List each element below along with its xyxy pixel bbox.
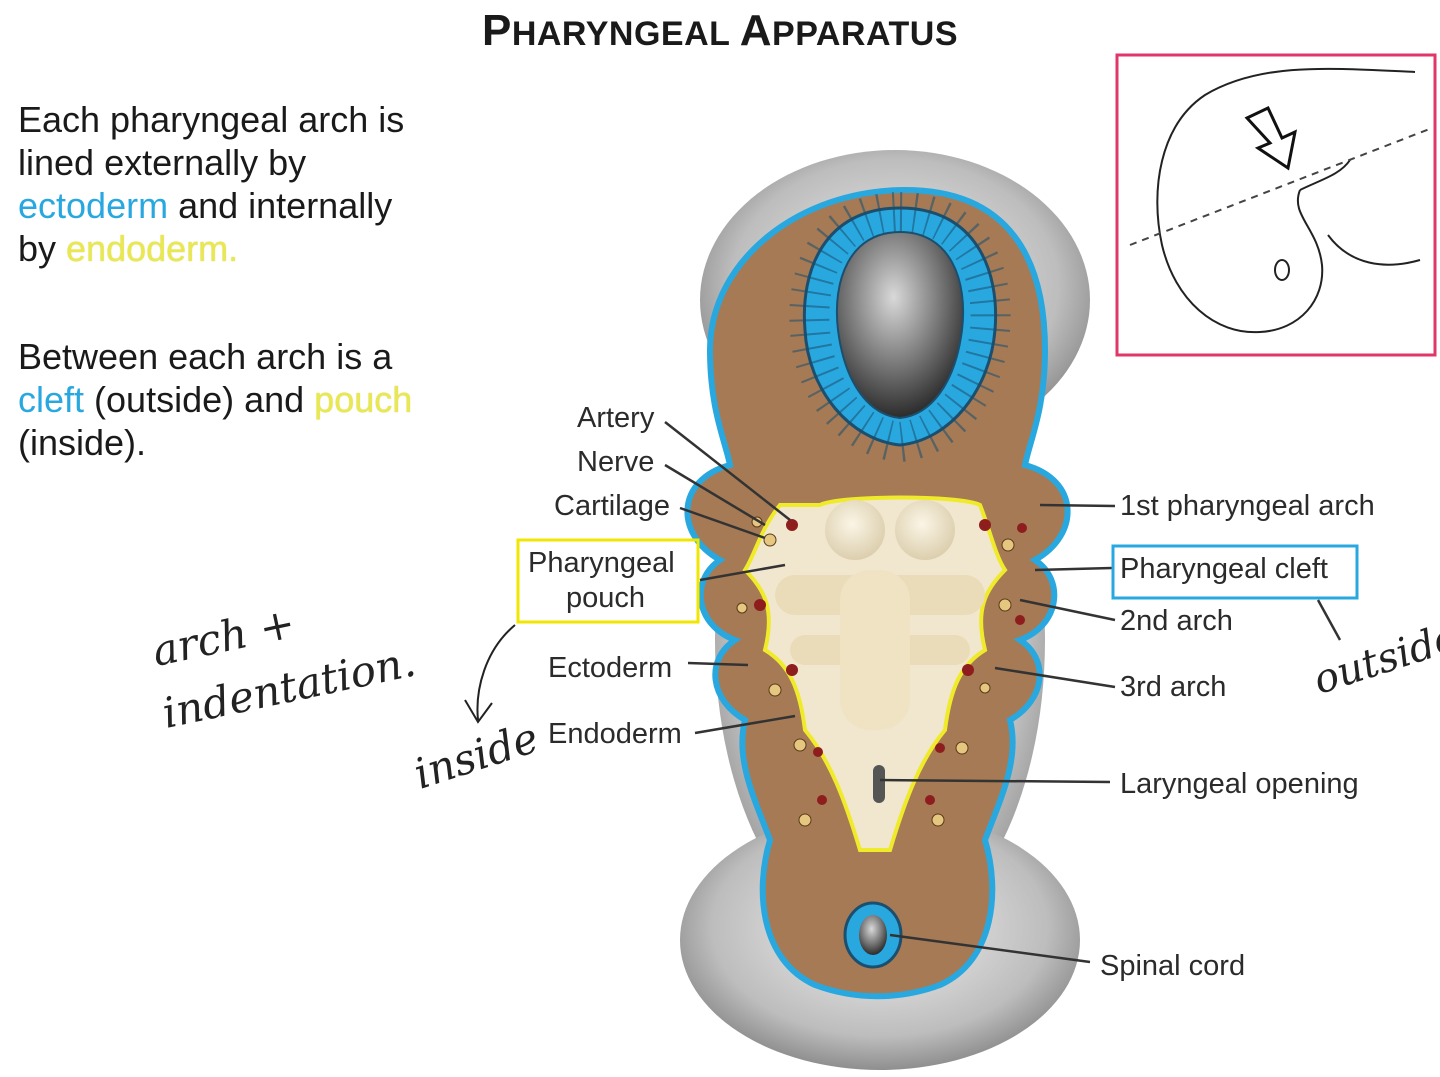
- spinal-cord: [843, 901, 903, 969]
- pouch-term: pouch: [314, 379, 413, 420]
- label-pharyngeal-cleft: Pharyngeal cleft: [1120, 553, 1328, 585]
- label-laryngeal-opening: Laryngeal opening: [1120, 768, 1359, 800]
- label-spinal-cord: Spinal cord: [1100, 950, 1246, 982]
- pouch-highlight-box: [516, 538, 700, 624]
- embryo-inset: [1115, 53, 1437, 357]
- label-endoderm: Endoderm: [548, 718, 682, 750]
- between-paragraph: Between each arch is a cleft (outside) a…: [18, 336, 413, 463]
- label-first-arch: 1st pharyngeal arch: [1120, 490, 1375, 522]
- label-nerve: Nerve: [577, 446, 655, 478]
- label-ectoderm: Ectoderm: [548, 652, 673, 684]
- label-second-arch: 2nd arch: [1120, 605, 1233, 637]
- label-third-arch: 3rd arch: [1120, 671, 1227, 703]
- endoderm-term: endoderm.: [66, 228, 239, 269]
- label-pharyngeal-pouch-1: Pharyngeal: [528, 547, 675, 579]
- leader-lines: [664, 421, 1342, 964]
- cleft-term: cleft: [18, 379, 85, 420]
- arch-vessels: [736, 516, 1027, 827]
- pharynx-structures: [775, 500, 985, 803]
- intro-paragraph: Each pharyngeal arch is lined externally…: [18, 99, 405, 269]
- label-pharyngeal-pouch-2: pouch: [566, 582, 646, 614]
- neural-tube: [789, 191, 1011, 463]
- label-artery: Artery: [577, 402, 655, 434]
- ectoderm-term: ectoderm: [18, 185, 169, 226]
- page-title: PHARYNGEAL APPARATUS: [481, 6, 959, 55]
- label-cartilage: Cartilage: [554, 490, 671, 522]
- cleft-highlight-box: [1111, 544, 1359, 600]
- inside-arrow-icon: [464, 624, 516, 724]
